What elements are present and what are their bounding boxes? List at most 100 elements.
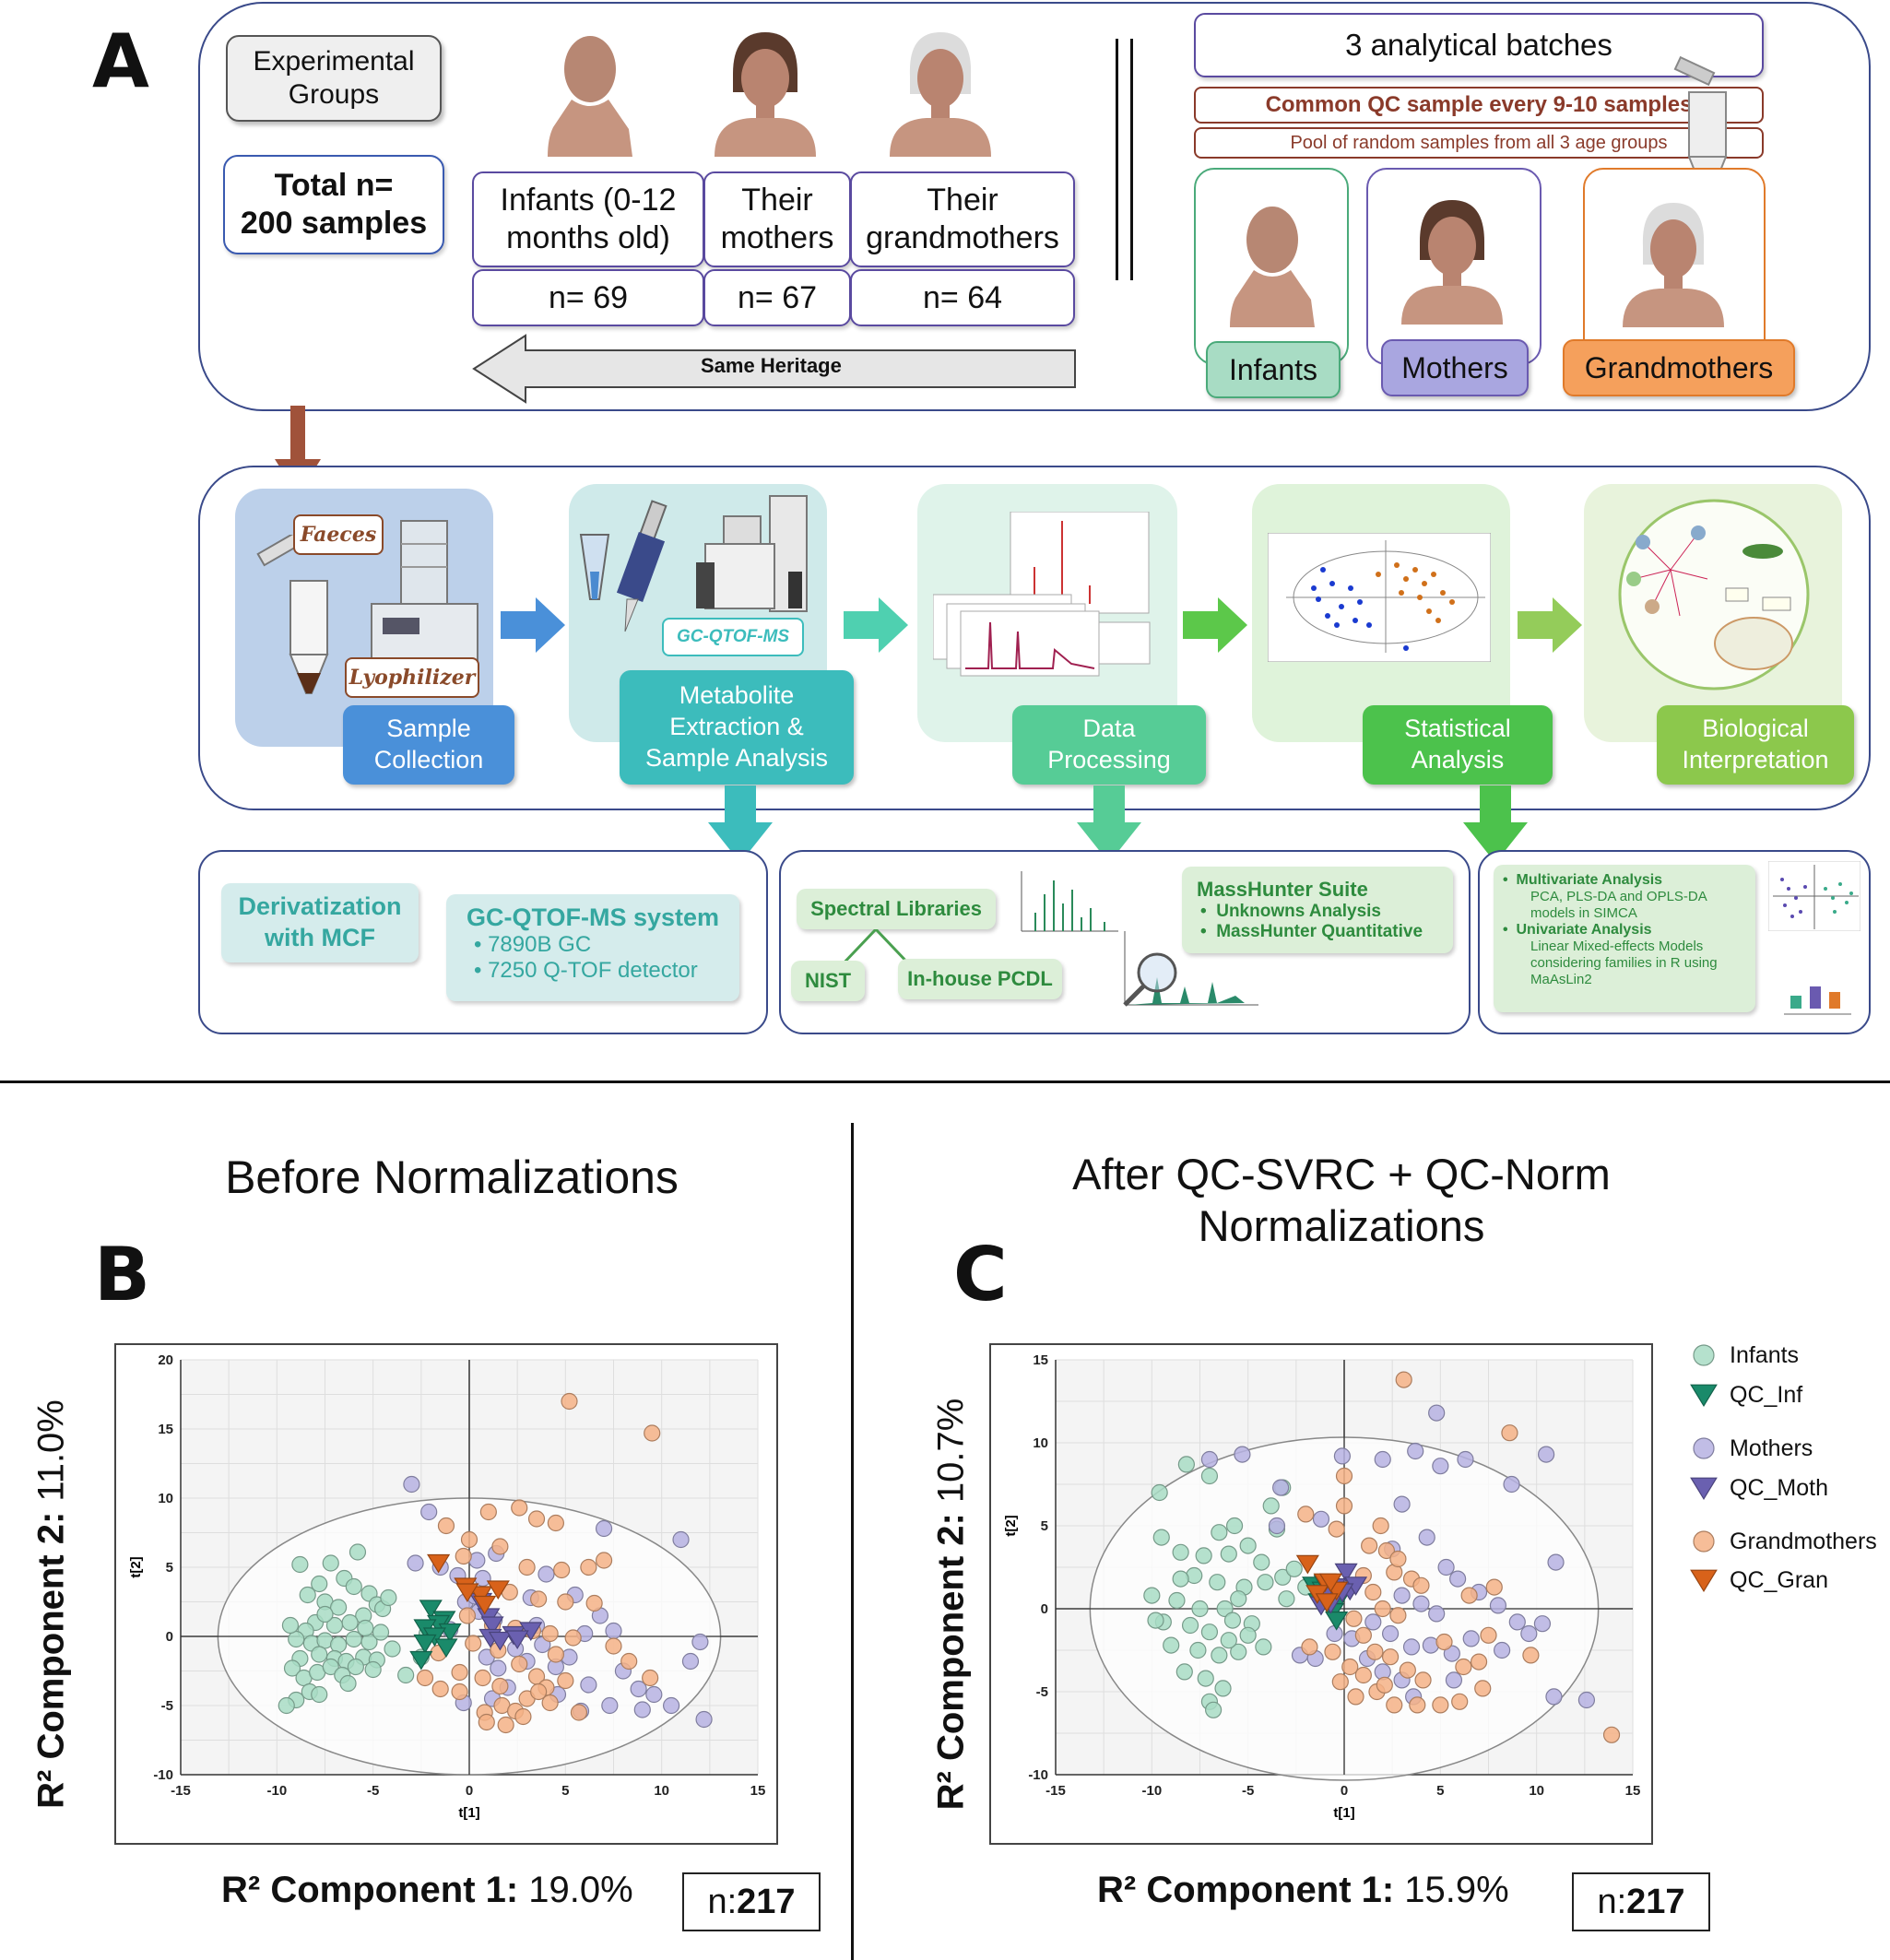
sample-point-grandmothers xyxy=(561,1392,578,1411)
sample-point-grandmothers xyxy=(580,1558,597,1576)
sample-point-infants xyxy=(1147,1612,1164,1629)
sample-point-grandmothers xyxy=(431,1680,449,1698)
sample-point-mothers xyxy=(1393,1495,1411,1513)
stats-methods-tag: • Multivariate Analysis PCA, PLS-DA and … xyxy=(1494,865,1755,1012)
qc-marker-qc-gran xyxy=(455,1583,479,1603)
sample-point-mothers xyxy=(1200,1450,1219,1469)
masshunter-tag: MassHunter Suite • Unknowns Analysis • M… xyxy=(1182,867,1453,953)
sample-point-mothers xyxy=(1547,1553,1565,1571)
sample-point-mothers xyxy=(1445,1671,1463,1689)
y-tick-label: -10 xyxy=(1028,1767,1048,1783)
sample-point-infants xyxy=(1200,1467,1219,1485)
sample-point-grandmothers xyxy=(491,1677,509,1695)
sample-point-mothers xyxy=(1402,1638,1421,1656)
sample-point-mothers xyxy=(490,1659,507,1677)
sample-point-grandmothers xyxy=(1435,1633,1453,1651)
panel-letter-a: A xyxy=(92,18,149,104)
sample-point-infants xyxy=(339,1674,357,1693)
sample-point-infants xyxy=(1205,1701,1223,1718)
group-infants-text: Infants (0-12 months old) xyxy=(500,183,677,255)
sample-point-grandmothers xyxy=(1485,1578,1503,1596)
multivariate-title: • Multivariate Analysis xyxy=(1503,872,1663,888)
qc-marker-qc-inf xyxy=(409,1650,433,1671)
qc-marker-qc-inf xyxy=(413,1634,437,1654)
sample-point-grandmothers xyxy=(644,1424,661,1442)
plot-c-y-label-bold: R² Component 2: xyxy=(930,1513,972,1811)
sample-point-mothers xyxy=(407,1554,424,1572)
x-tick-label: 0 xyxy=(1341,1783,1348,1799)
sample-point-infants xyxy=(1151,1483,1168,1502)
y-tick-label: -10 xyxy=(153,1767,173,1783)
gc-system-item-2: • 7250 Q-TOF detector xyxy=(474,958,698,983)
x-axis-title: t[1] xyxy=(1333,1805,1354,1821)
legend-marker-infants xyxy=(1693,1344,1715,1366)
sample-point-infants xyxy=(1175,1663,1193,1681)
y-tick-label: 0 xyxy=(1041,1601,1048,1617)
sample-point-grandmothers xyxy=(416,1669,434,1687)
sample-point-mothers xyxy=(672,1530,690,1549)
qc-marker-qc-gran xyxy=(1295,1554,1319,1575)
group-grandmothers-name: Their grandmothers xyxy=(850,171,1075,267)
sample-point-infants xyxy=(384,1640,401,1658)
plot-c-n-value: 217 xyxy=(1626,1882,1685,1921)
down-arrow-mint xyxy=(1077,785,1141,863)
plot-c-x-label-bold: R² Component 1: xyxy=(1097,1870,1395,1910)
qc-marker-qc-gran xyxy=(1315,1593,1339,1612)
sample-point-grandmothers xyxy=(1395,1371,1412,1388)
sample-point-mothers xyxy=(1312,1510,1330,1528)
sample-point-infants xyxy=(1172,1570,1189,1588)
flow-arrow-3 xyxy=(1183,597,1247,653)
plot-b-n-label: n: xyxy=(707,1882,738,1921)
sample-point-grandmothers xyxy=(557,1593,574,1611)
x-tick-label: 0 xyxy=(466,1783,473,1799)
pipette-icon xyxy=(579,500,667,632)
qc-marker-qc-gran xyxy=(486,1580,510,1600)
sample-point-infants xyxy=(1143,1587,1161,1604)
sample-point-infants xyxy=(1211,1647,1228,1664)
y-tick-label: 5 xyxy=(166,1560,173,1576)
sample-point-infants xyxy=(1262,1497,1280,1515)
y-tick-label: -5 xyxy=(1036,1684,1048,1700)
spectral-libraries-tag: Spectral Libraries xyxy=(797,889,996,929)
sample-point-grandmothers xyxy=(595,1552,613,1569)
sample-point-grandmothers xyxy=(541,1624,559,1643)
x-tick-label: -15 xyxy=(1045,1783,1066,1799)
group-mothers-n: n= 67 xyxy=(703,269,851,326)
same-heritage-label: Same Heritage xyxy=(701,354,842,377)
sample-point-grandmothers xyxy=(527,1510,546,1528)
sample-point-infants xyxy=(278,1696,295,1715)
sample-point-infants xyxy=(1285,1560,1303,1577)
sample-point-grandmothers xyxy=(541,1694,559,1712)
sample-point-grandmothers xyxy=(553,1561,571,1579)
sample-point-infants xyxy=(322,1658,339,1676)
y-tick-label: 15 xyxy=(1033,1352,1048,1368)
sample-point-grandmothers xyxy=(1301,1638,1318,1656)
sample-point-grandmothers xyxy=(547,1646,564,1663)
sample-point-mothers xyxy=(1443,1645,1460,1662)
sample-point-grandmothers xyxy=(1341,1658,1359,1676)
sample-point-mothers xyxy=(1428,1404,1446,1422)
sample-point-grandmothers xyxy=(1372,1517,1389,1535)
panel-b-title: Before Normalizations xyxy=(225,1151,679,1203)
sample-point-infants xyxy=(1195,1547,1212,1564)
legend: Infants QC_Inf Mothers QC_Moth Grandmoth… xyxy=(1685,1335,1888,1602)
sample-point-grandmothers xyxy=(1389,1607,1407,1624)
sample-point-grandmothers xyxy=(1455,1658,1472,1676)
sample-point-infants xyxy=(322,1554,339,1572)
plot-c-y-axis-label: R² Component 2: 10.7% xyxy=(931,1399,973,1811)
mini-scatter-icon xyxy=(1768,861,1860,931)
x-axis-title: t[1] xyxy=(458,1805,479,1821)
masshunter-item-2: • MassHunter Quantitative xyxy=(1200,922,1423,941)
qc-marker-qc-inf xyxy=(419,1600,443,1620)
sample-point-grandmothers xyxy=(1297,1505,1315,1523)
sample-point-mothers xyxy=(1364,1613,1382,1631)
sample-point-infants xyxy=(1216,1600,1234,1618)
sample-point-mothers xyxy=(1333,1447,1352,1465)
sample-point-infants xyxy=(1255,1638,1272,1656)
sample-point-grandmothers xyxy=(620,1652,638,1671)
sample-point-grandmothers xyxy=(1460,1587,1478,1604)
sample-point-infants xyxy=(345,1577,362,1596)
group-grandmothers-text: Their grandmothers xyxy=(866,183,1059,255)
sample-point-grandmothers xyxy=(474,1669,491,1687)
x-tick-label: -10 xyxy=(1141,1783,1162,1799)
